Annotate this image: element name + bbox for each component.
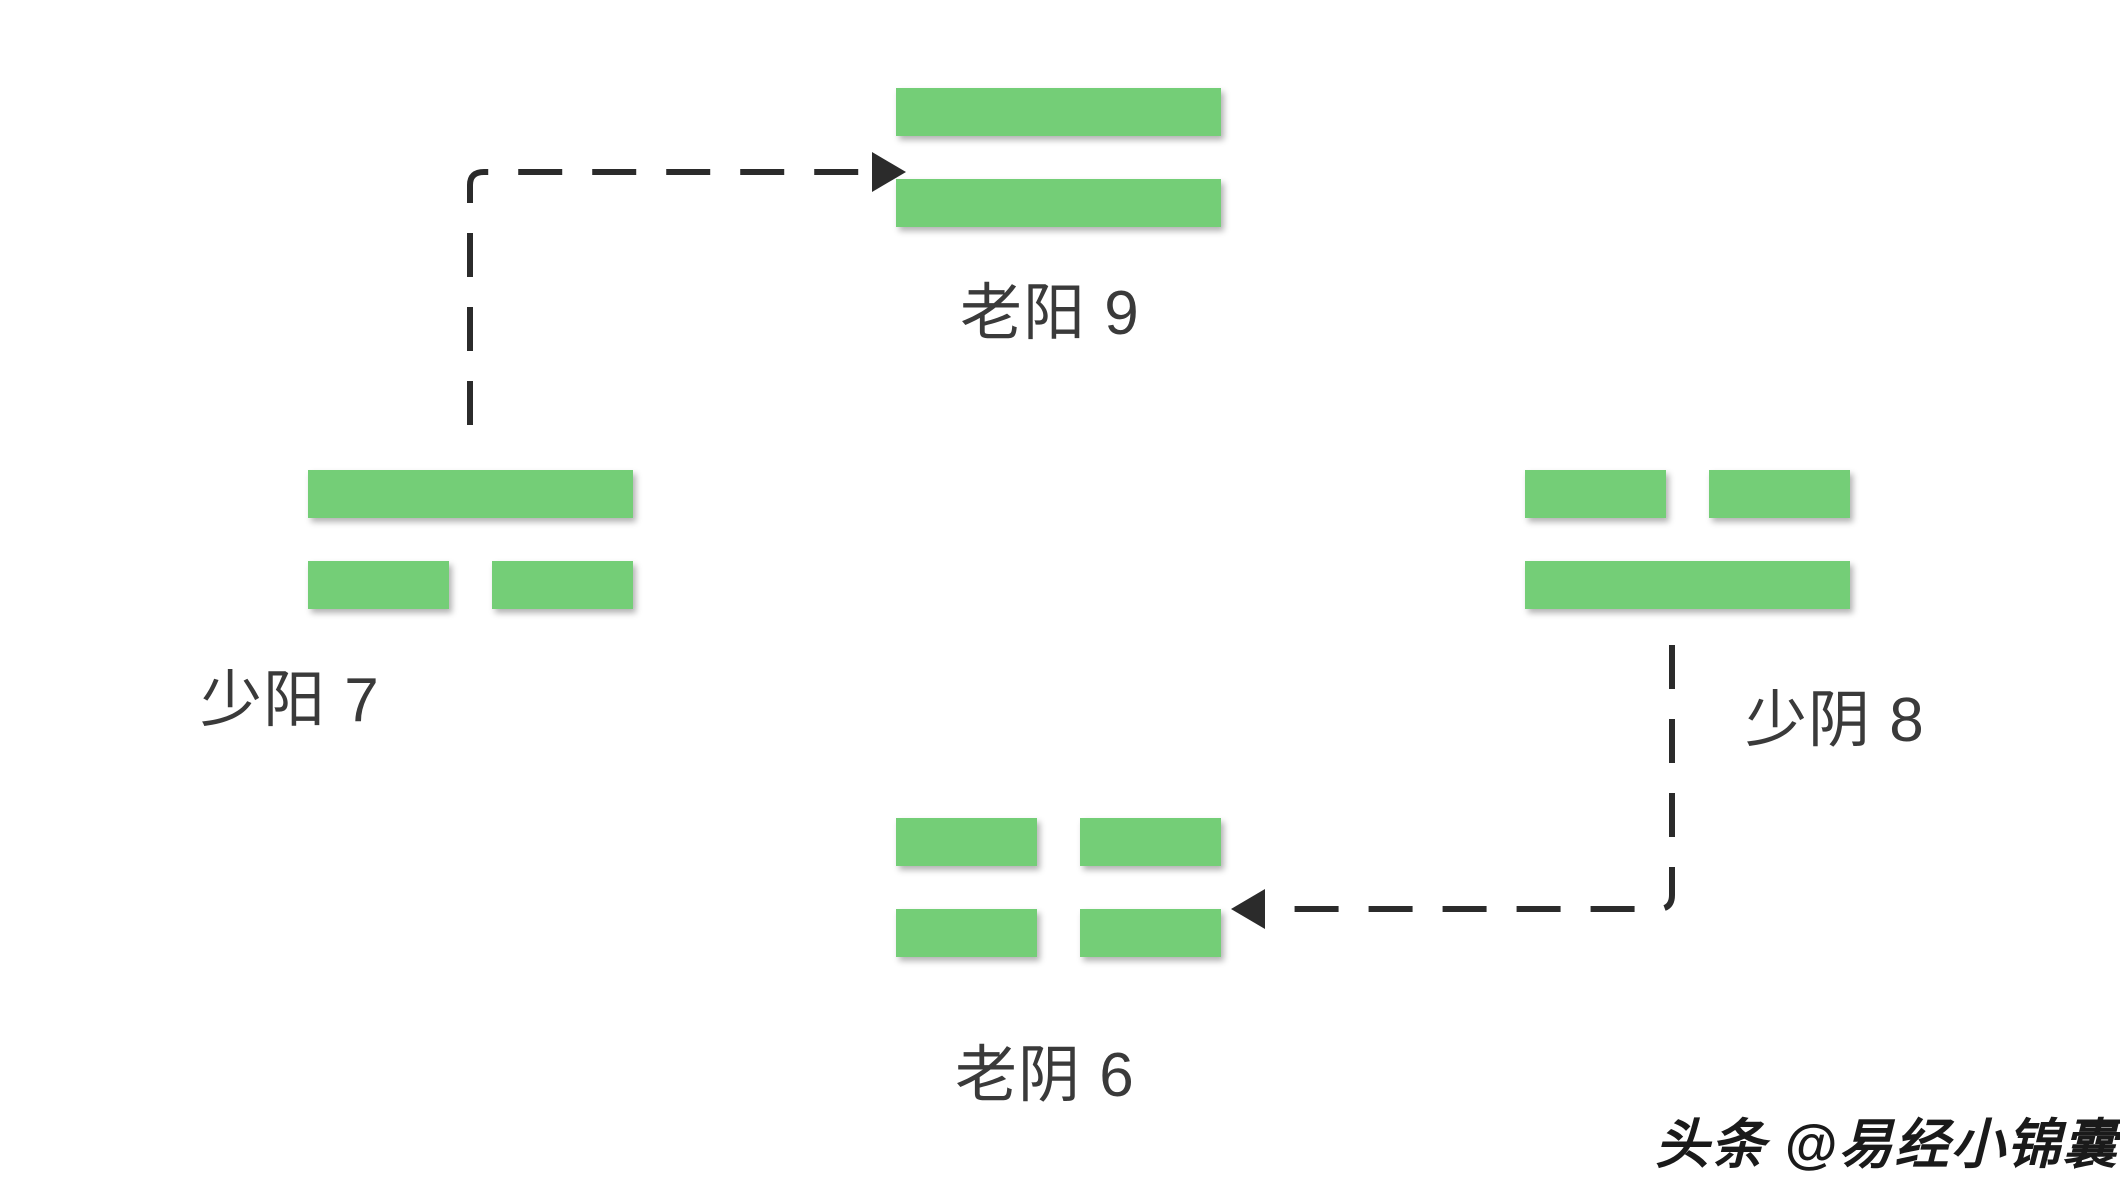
label-laoyin: 老阴 6: [955, 1041, 1135, 1110]
label-shaoyang: 少阳 7: [200, 666, 380, 735]
watermark-text: 头条 @易经小锦囊: [1655, 1115, 2119, 1175]
hexagram-shaoyang: [308, 470, 633, 609]
yao-laoyin-lower: [896, 909, 1221, 957]
yao-gap: [1525, 518, 1850, 561]
yao-segment: [896, 179, 1221, 227]
yao-segment: [308, 470, 633, 518]
yao-segment-left: [308, 561, 450, 609]
yao-segment-right: [1079, 909, 1221, 957]
label-shaoyin: 少阴 8: [1745, 686, 1925, 755]
yao-segment-right: [1079, 818, 1221, 866]
yao-gap: [308, 518, 633, 561]
yao-segment: [896, 88, 1221, 136]
label-laoyang: 老阳 9: [960, 279, 1140, 348]
yao-shaoyang-lower: [308, 561, 633, 609]
yao-gap: [896, 136, 1221, 179]
yao-shaoyin-upper: [1525, 470, 1850, 518]
yao-laoyin-upper: [896, 818, 1221, 866]
yao-segment-left: [896, 909, 1038, 957]
yao-gap: [896, 866, 1221, 909]
arrow-shaoyin-to-laoyin: [1231, 645, 1675, 929]
yao-laoyang-upper: [896, 88, 1221, 136]
yao-segment-right: [491, 561, 633, 609]
hexagram-laoyang: [896, 88, 1221, 227]
hexagram-laoyin: [896, 818, 1221, 957]
arrow-shaoyang-to-laoyang: [467, 152, 906, 425]
yao-segment: [1525, 561, 1850, 609]
yao-shaoyang-upper: [308, 470, 633, 518]
yao-shaoyin-lower: [1525, 561, 1850, 609]
yao-laoyang-lower: [896, 179, 1221, 227]
yao-segment-left: [896, 818, 1038, 866]
hexagram-shaoyin: [1525, 470, 1850, 609]
yao-segment-right: [1708, 470, 1850, 518]
yao-segment-left: [1525, 470, 1667, 518]
